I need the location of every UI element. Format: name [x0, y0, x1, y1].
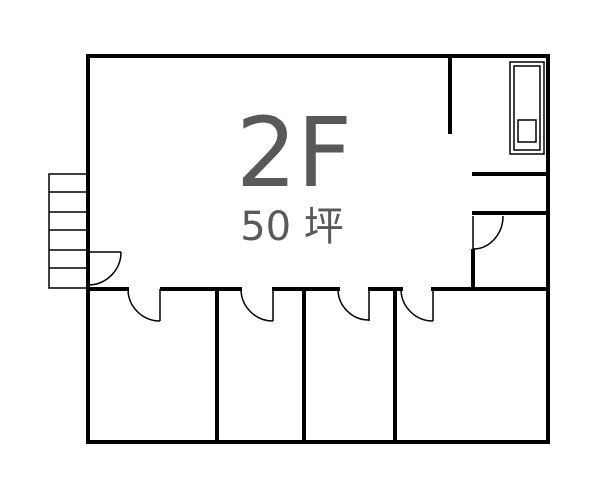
door-room-2 [240, 288, 274, 322]
door-utility-room [472, 215, 504, 250]
door-stair-landing [87, 251, 122, 286]
door-room-1 [127, 288, 161, 322]
floor-label: 2F [236, 97, 352, 209]
staircase [48, 173, 89, 289]
toilet-fixture [509, 61, 545, 155]
door-room-4 [400, 288, 434, 322]
door-room-3 [337, 288, 370, 321]
area-label: 50 坪 [240, 204, 344, 250]
